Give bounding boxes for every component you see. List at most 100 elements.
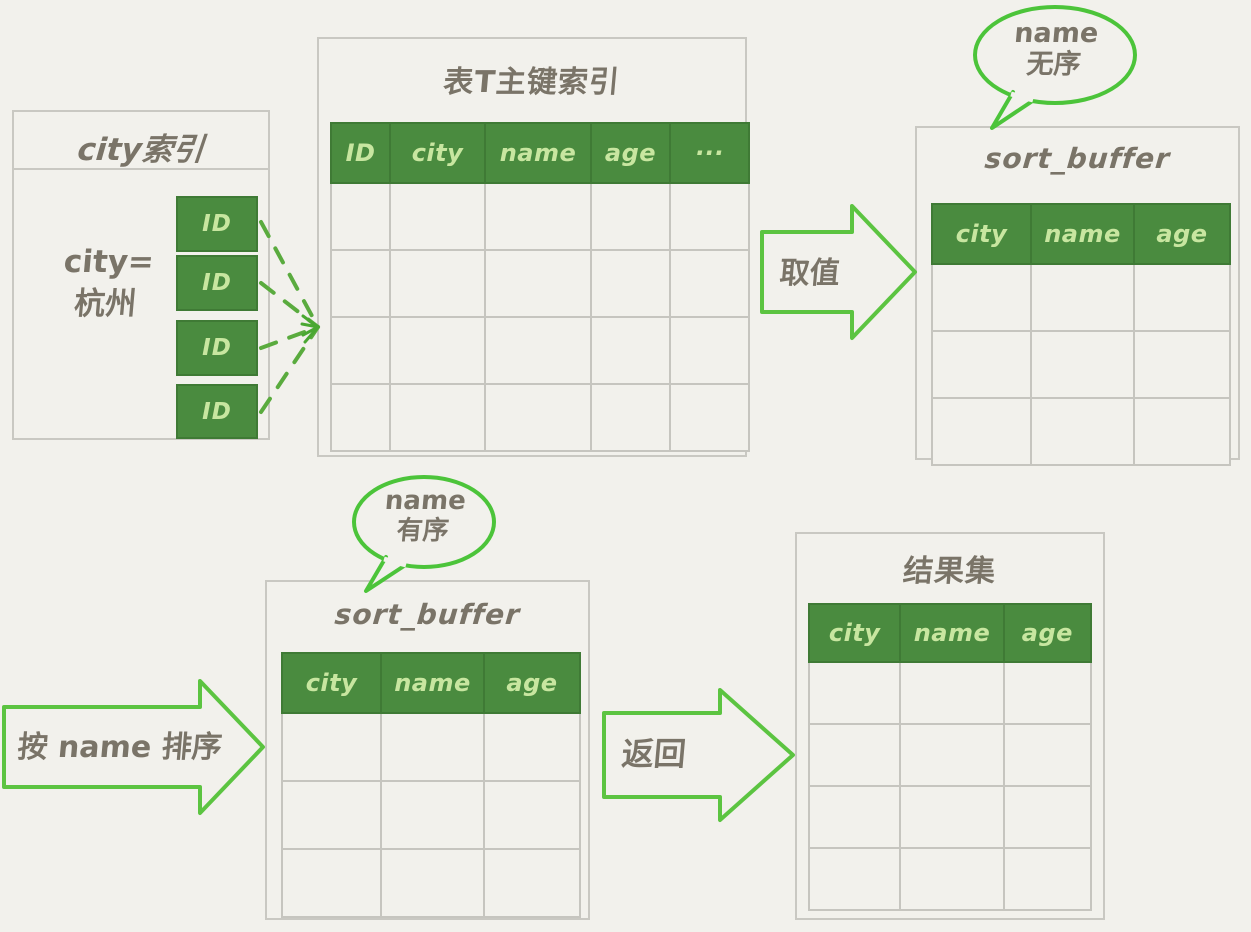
city-index-title: city索引 xyxy=(76,132,206,168)
table-cell xyxy=(1002,723,1093,787)
table-cell xyxy=(484,249,592,318)
city-index-id-cell: ID xyxy=(176,255,258,311)
result-set-table: city name age xyxy=(807,603,1093,911)
arrowhead-stroke xyxy=(300,322,320,329)
callout-name-unsorted-label: name 无序 xyxy=(982,18,1127,80)
sort-buffer-sorted-title: sort_buffer xyxy=(333,598,522,631)
sort-buffer-col-name: name xyxy=(1030,203,1135,265)
table-cell xyxy=(330,316,391,385)
table-cell xyxy=(899,847,1005,911)
table-cell xyxy=(807,661,902,725)
table-cell xyxy=(380,712,485,782)
sort-buffer-unsorted-header-row: city name age xyxy=(931,203,1231,265)
table-cell xyxy=(899,723,1005,787)
table-row xyxy=(330,316,750,385)
result-set-col-age: age xyxy=(1002,603,1093,663)
city-index-id-cell: ID xyxy=(176,196,258,252)
result-set-col-city: city xyxy=(807,603,902,663)
city-index-title-row: city索引 xyxy=(14,112,268,170)
sort-buffer-col-age: age xyxy=(1133,203,1231,265)
table-row xyxy=(281,712,581,782)
city-index-id-cell: ID xyxy=(176,320,258,376)
table-cell xyxy=(1133,263,1231,332)
table-cell xyxy=(899,661,1005,725)
table-cell xyxy=(590,182,671,251)
table-cell xyxy=(669,316,750,385)
table-cell xyxy=(281,780,382,850)
table-cell xyxy=(330,182,391,251)
table-cell xyxy=(931,330,1032,399)
callout-unsorted-line1: name xyxy=(1013,18,1100,49)
table-row xyxy=(807,785,1093,849)
table-cell xyxy=(1030,263,1135,332)
table-cell xyxy=(484,383,592,452)
fetch-arrow-label: 取值 xyxy=(778,256,842,291)
table-cell xyxy=(669,249,750,318)
primary-table-col-id: ID xyxy=(330,122,391,184)
table-row xyxy=(807,723,1093,787)
table-cell xyxy=(1002,661,1093,725)
table-cell xyxy=(330,383,391,452)
result-set-col-name: name xyxy=(899,603,1005,663)
callout-sorted-line2: 有序 xyxy=(395,515,451,546)
table-cell xyxy=(899,785,1005,849)
sort-buffer-col-name: name xyxy=(380,652,485,714)
table-row xyxy=(330,383,750,452)
city-index-id-cell: ID xyxy=(176,384,258,439)
table-cell xyxy=(389,182,486,251)
city-index-condition-line2: 杭州 xyxy=(72,285,138,322)
table-cell xyxy=(281,848,382,918)
table-cell xyxy=(483,848,581,918)
primary-table-col-name: name xyxy=(484,122,592,184)
sort-buffer-sorted-body xyxy=(281,712,581,918)
table-cell xyxy=(669,383,750,452)
table-row xyxy=(807,661,1093,725)
primary-table-title: 表T主键索引 xyxy=(441,65,622,100)
table-cell xyxy=(807,785,902,849)
city-index-condition-line1: city= xyxy=(62,244,156,280)
callout-sorted-line1: name xyxy=(383,486,468,516)
table-cell xyxy=(590,316,671,385)
sort-arrow-label: 按 name 排序 xyxy=(16,730,224,765)
table-row xyxy=(807,847,1093,911)
table-cell xyxy=(807,723,902,787)
callout-name-sorted-label: name 有序 xyxy=(356,486,491,547)
primary-table-header-row: ID city name age ··· xyxy=(330,122,750,184)
sort-buffer-unsorted-title: sort_buffer xyxy=(983,142,1172,175)
table-row xyxy=(281,848,581,918)
primary-table-body xyxy=(330,182,750,452)
table-cell xyxy=(483,712,581,782)
arrowhead-stroke xyxy=(301,314,320,329)
result-set-header-row: city name age xyxy=(807,603,1093,663)
sort-buffer-unsorted-table: city name age xyxy=(931,203,1231,466)
table-row xyxy=(931,330,1231,399)
primary-table-col-city: city xyxy=(389,122,486,184)
city-index-condition: city= 杭州 xyxy=(28,242,185,326)
table-cell xyxy=(484,316,592,385)
table-cell xyxy=(281,712,382,782)
table-cell xyxy=(380,848,485,918)
return-arrow-label: 返回 xyxy=(620,735,688,773)
table-cell xyxy=(807,847,902,911)
table-row xyxy=(330,249,750,318)
table-row xyxy=(931,397,1231,466)
table-row xyxy=(281,780,581,850)
table-row xyxy=(330,182,750,251)
table-cell xyxy=(931,263,1032,332)
table-row xyxy=(931,263,1231,332)
arrowhead-stroke xyxy=(301,325,320,337)
table-cell xyxy=(1002,847,1093,911)
table-cell xyxy=(389,383,486,452)
table-cell xyxy=(590,383,671,452)
callout-unsorted-line2: 无序 xyxy=(1025,49,1082,81)
sort-buffer-unsorted-body xyxy=(931,263,1231,466)
table-cell xyxy=(389,316,486,385)
primary-table: ID city name age ··· xyxy=(330,122,750,452)
table-cell xyxy=(330,249,391,318)
result-set-body xyxy=(807,661,1093,911)
primary-table-col-age: age xyxy=(590,122,671,184)
sort-buffer-sorted-header-row: city name age xyxy=(281,652,581,714)
table-cell xyxy=(483,780,581,850)
sort-buffer-col-city: city xyxy=(281,652,382,714)
